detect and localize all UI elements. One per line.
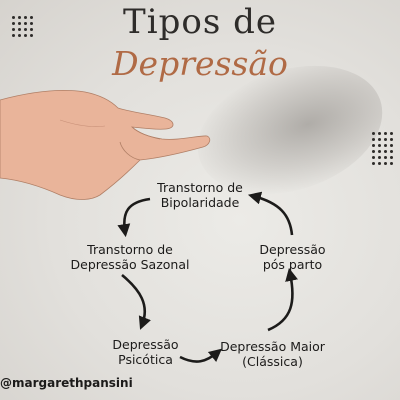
arrow-maior-to-posparto xyxy=(267,267,298,332)
arrow-psicotica-to-maior xyxy=(179,348,222,363)
hand-illustration xyxy=(0,90,211,200)
node-psicotica: Depressão Psicótica xyxy=(98,337,193,367)
node-depressao-maior-line1: Depressão Maior xyxy=(220,339,325,354)
node-pos-parto: Depressão pós parto xyxy=(245,242,340,272)
node-sazonal-line1: Transtorno de xyxy=(87,242,173,257)
title-line-2: Depressão xyxy=(112,44,288,83)
author-handle: @margarethpansini xyxy=(0,376,133,390)
node-psicotica-line2: Psicótica xyxy=(118,352,173,367)
dot-grid-right xyxy=(372,132,393,165)
node-pos-parto-line2: pós parto xyxy=(262,257,323,272)
node-bipolaridade-line1: Transtorno de xyxy=(157,180,243,195)
arrow-bipolaridade-to-sazonal xyxy=(117,197,151,238)
arrow-sazonal-to-psicotica xyxy=(121,274,151,330)
node-bipolaridade: Transtorno de Bipolaridade xyxy=(140,180,260,210)
node-depressao-maior-line2: (Clássica) xyxy=(242,354,303,369)
node-sazonal-line2: Depressão Sazonal xyxy=(70,257,190,272)
node-psicotica-line1: Depressão xyxy=(112,337,179,352)
node-pos-parto-line1: Depressão xyxy=(259,242,326,257)
node-sazonal: Transtorno de Depressão Sazonal xyxy=(60,242,200,272)
node-bipolaridade-line2: Bipolaridade xyxy=(160,195,240,210)
node-depressao-maior: Depressão Maior (Clássica) xyxy=(210,339,335,369)
title-line-1: Tipos de xyxy=(123,2,277,42)
arrow-posparto-to-bipolaridade xyxy=(247,191,294,236)
dot-grid-top-left xyxy=(12,16,33,37)
